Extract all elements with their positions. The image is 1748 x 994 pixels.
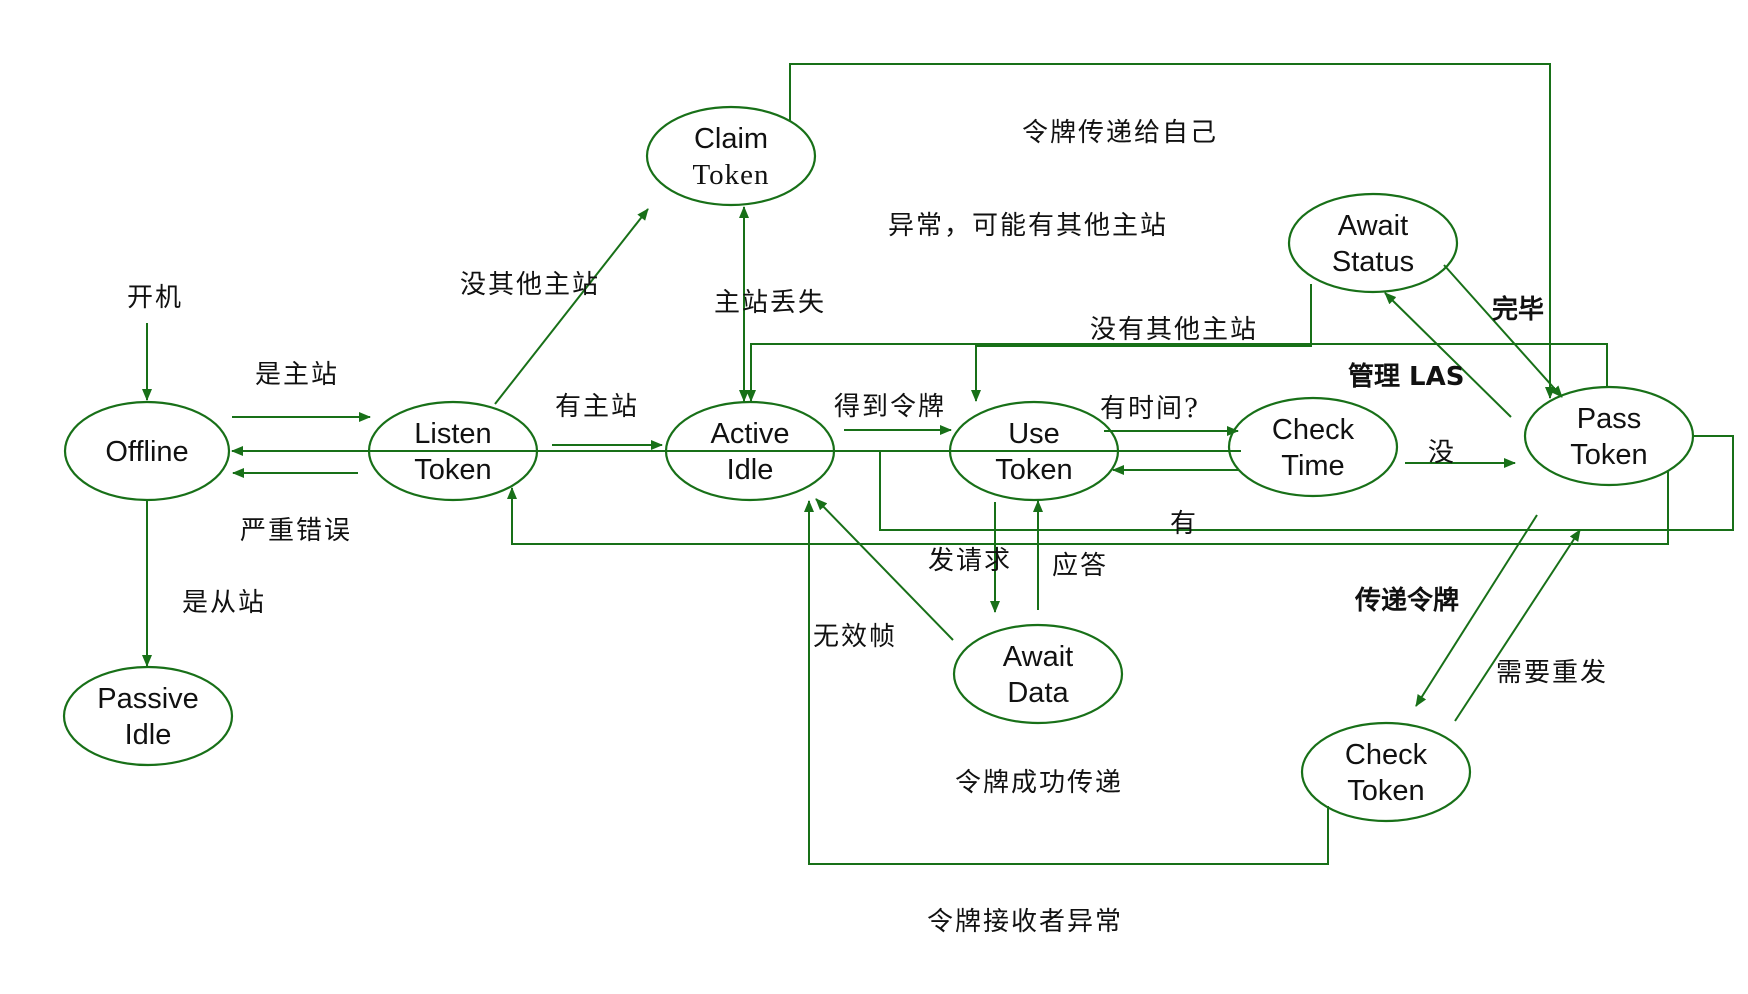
node-check-token-line2: Token: [1347, 775, 1425, 807]
node-listen-token-line1: Listen: [414, 418, 492, 450]
label-no-time: 没: [1428, 438, 1457, 468]
edge-check-token-to-active-idle: [804, 500, 1329, 865]
label-manage-las: 管理 LAS: [1348, 362, 1465, 392]
label-pass-token: 传递令牌: [1355, 586, 1460, 616]
label-master-lost: 主站丢失: [714, 288, 827, 318]
pass-token-ellipse: [1523, 385, 1695, 487]
node-claim-token: Claim Token: [692, 121, 769, 193]
label-need-resend: 需要重发: [1496, 658, 1609, 688]
label-fatal-error: 严重错误: [240, 516, 353, 546]
node-pass-token-line2: Token: [1570, 439, 1648, 471]
node-await-status-line1: Await: [1337, 210, 1409, 242]
node-check-time-line1: Check: [1271, 414, 1355, 446]
label-has-time-q: 有时间?: [1100, 394, 1200, 424]
node-passive-idle: Passive Idle: [97, 681, 199, 753]
node-use-token-line1: Use: [1008, 418, 1060, 450]
label-done: 完毕: [1492, 295, 1545, 325]
node-await-data-line1: Await: [1002, 641, 1074, 673]
node-check-time-line2: Time: [1281, 450, 1345, 482]
node-passive-idle-line1: Passive: [97, 683, 199, 715]
node-await-status: Await Status: [1332, 208, 1414, 280]
label-no-other-master-claim: 没其他主站: [460, 270, 601, 300]
node-active-idle-line2: Idle: [726, 454, 774, 486]
node-claim-token-line1: Claim: [693, 123, 769, 155]
label-token-to-self: 令牌传递给自己: [1022, 118, 1219, 148]
node-listen-token-line2: Token: [414, 454, 492, 486]
node-pass-token: Pass Token: [1570, 401, 1647, 473]
await-status-ellipse: [1287, 192, 1459, 294]
label-power-on: 开机: [127, 283, 184, 313]
edge-pass-token-to-listen-token: [507, 470, 1669, 545]
label-has-master: 有主站: [555, 392, 640, 422]
node-pass-token-line1: Pass: [1576, 403, 1642, 435]
node-use-token-line2: Token: [995, 454, 1073, 486]
node-active-idle-line1: Active: [710, 418, 790, 450]
node-active-idle: Active Idle: [711, 416, 790, 488]
label-response: 应答: [1052, 551, 1109, 581]
node-use-token: Use Token: [995, 416, 1072, 488]
label-got-token: 得到令牌: [834, 392, 947, 422]
edge-await-status-to-pass-token: [1443, 264, 1563, 398]
node-offline-label: Offline: [105, 436, 189, 468]
node-check-token: Check Token: [1345, 737, 1427, 809]
node-passive-idle-line2: Idle: [124, 719, 172, 751]
edge-pass-token-to-check-token: [1415, 514, 1538, 707]
node-check-token-line1: Check: [1344, 739, 1428, 771]
node-listen-token: Listen Token: [414, 416, 491, 488]
edge-token-to-self: [789, 63, 1555, 399]
check-token-ellipse: [1300, 721, 1472, 823]
label-has-time: 有: [1170, 509, 1199, 539]
label-is-master: 是主站: [255, 360, 340, 390]
edge-await-status-to-use-token: [971, 284, 1312, 402]
check-time-ellipse: [1227, 396, 1399, 498]
node-await-data-line2: Data: [1007, 677, 1069, 709]
node-check-time: Check Time: [1272, 412, 1354, 484]
edge-await-data-to-active-idle: [815, 498, 954, 641]
node-claim-token-line2: Token: [692, 159, 770, 191]
await-data-ellipse: [952, 623, 1124, 725]
label-token-receiver-error: 令牌接收者异常: [927, 907, 1124, 937]
passive-idle-ellipse: [62, 665, 234, 767]
label-is-slave: 是从站: [182, 588, 267, 618]
node-await-status-line2: Status: [1331, 246, 1415, 278]
node-offline: Offline: [105, 434, 188, 470]
edge-listen-to-claim-token: [494, 208, 649, 405]
edge-pass-token-to-await-status: [1384, 292, 1512, 418]
label-invalid-frame: 无效帧: [813, 622, 898, 652]
edge-pass-token-to-active-idle: [746, 343, 1608, 402]
node-await-data: Await Data: [1003, 639, 1073, 711]
label-error-maybe-other-master: 异常，可能有其他主站: [888, 211, 1169, 241]
edge-active-idle-right-loop: [834, 435, 1734, 531]
claim-token-ellipse: [645, 105, 817, 207]
edge-check-token-to-pass-token: [1454, 529, 1581, 722]
label-token-pass-success: 令牌成功传递: [955, 768, 1124, 798]
label-no-other-master-use: 没有其他主站: [1090, 315, 1259, 345]
label-send-request: 发请求: [928, 546, 1013, 576]
